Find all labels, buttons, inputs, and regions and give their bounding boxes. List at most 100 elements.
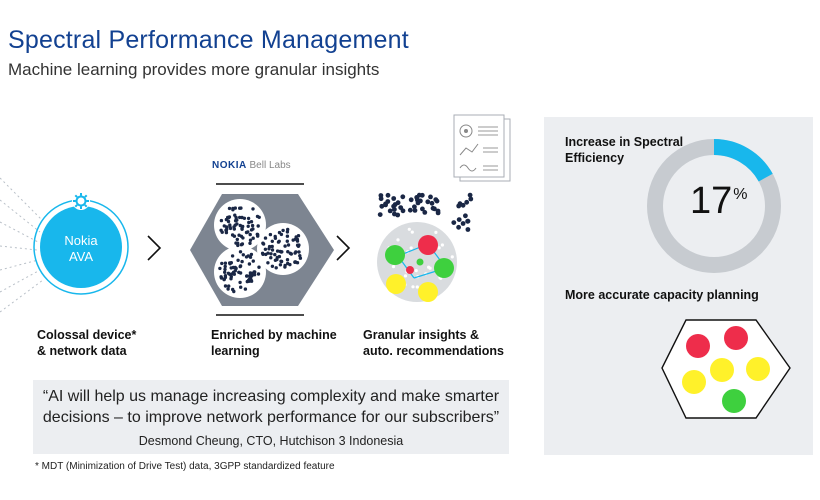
data-point: [255, 214, 260, 219]
scatter-point: [412, 204, 417, 210]
insight-point: [415, 285, 419, 289]
data-point: [273, 236, 278, 240]
data-point: [263, 247, 268, 251]
data-point: [297, 250, 301, 254]
data-point: [249, 278, 253, 283]
scatter-point: [392, 202, 398, 207]
data-point: [244, 255, 249, 259]
data-point: [238, 206, 242, 210]
data-point: [239, 234, 244, 238]
data-point: [231, 265, 236, 270]
brand-name: NOKIA: [212, 160, 247, 171]
scatter-point: [425, 199, 431, 205]
insight-point: [403, 274, 408, 278]
data-point: [232, 227, 236, 231]
data-point: [238, 280, 242, 285]
scatter-point: [465, 227, 471, 232]
data-point: [273, 252, 277, 257]
scatter-point: [395, 212, 401, 218]
data-point: [285, 230, 290, 234]
scatter-point: [379, 203, 385, 209]
data-point: [266, 251, 270, 255]
insight-point: [411, 285, 415, 289]
scatter-point: [456, 217, 462, 223]
data-point: [228, 272, 232, 276]
data-point: [249, 252, 254, 257]
data-point: [243, 287, 248, 291]
scatter-point: [408, 197, 414, 203]
kpi-number: 17: [690, 180, 733, 222]
scatter-point: [465, 218, 471, 224]
data-point: [247, 262, 252, 266]
data-point: [220, 261, 224, 266]
scatter-point: [400, 194, 406, 200]
kpi-label-line1: Increase in Spectral: [565, 135, 684, 149]
brand-suffix: Bell Labs: [249, 160, 291, 171]
data-point: [238, 250, 243, 254]
data-point: [222, 277, 226, 282]
data-point: [250, 223, 255, 228]
data-point: [285, 239, 289, 243]
ava-circle: [40, 206, 122, 288]
data-point: [219, 275, 223, 279]
data-point: [296, 234, 301, 238]
data-point: [246, 224, 250, 228]
data-point: [298, 254, 302, 258]
data-point: [245, 274, 249, 278]
capacity-node-red: [686, 334, 710, 358]
scatter-point: [434, 198, 440, 204]
data-point: [236, 243, 240, 248]
data-point: [235, 237, 239, 242]
data-point: [240, 242, 245, 246]
data-point: [289, 252, 293, 256]
data-point: [256, 234, 260, 238]
data-point: [238, 264, 243, 268]
quote-line1: “AI will help us manage increasing compl…: [42, 388, 500, 405]
quote-author: Desmond Cheung, CTO, Hutchison 3 Indones…: [138, 434, 404, 448]
insight-point: [440, 243, 444, 247]
data-point: [228, 261, 232, 265]
insight-point: [410, 230, 414, 234]
data-point: [232, 234, 237, 238]
insight-point: [427, 265, 431, 269]
data-point: [293, 260, 297, 264]
step1-line2: & network data: [37, 344, 127, 358]
data-point: [269, 256, 273, 260]
data-point: [238, 271, 243, 275]
data-point: [236, 258, 240, 262]
data-point: [269, 252, 273, 256]
chevron-right-icon: [336, 235, 351, 261]
insight-point: [407, 227, 411, 231]
data-point: [248, 274, 252, 278]
scatter-point: [418, 198, 423, 204]
insight-point: [434, 230, 438, 234]
scatter-point: [464, 199, 470, 205]
data-point: [241, 253, 245, 257]
scatter-point: [383, 202, 388, 208]
scatter-point: [385, 199, 391, 204]
data-point: [270, 248, 275, 252]
data-point: [252, 273, 257, 277]
data-point: [297, 243, 301, 247]
data-point: [286, 243, 291, 247]
capacity-node-green: [722, 389, 746, 413]
scatter-point: [468, 196, 474, 202]
scatter-point: [377, 212, 383, 218]
signal-lines: [0, 177, 44, 313]
page-title: Spectral Performance Management: [8, 26, 409, 54]
quote-box: “AI will help us manage increasing compl…: [33, 380, 509, 454]
data-point: [283, 263, 287, 268]
data-point: [266, 261, 270, 265]
scatter-point: [385, 192, 391, 198]
kpi-unit: %: [733, 186, 748, 203]
data-point: [223, 284, 228, 288]
data-point: [252, 270, 256, 274]
data-point: [239, 285, 243, 289]
data-point: [285, 234, 290, 238]
data-point: [261, 241, 265, 245]
step2-caption: Enriched by machine learning: [211, 327, 337, 359]
data-point: [226, 287, 230, 291]
chevron-right-icon: [147, 235, 162, 261]
step2-line1: Enriched by machine: [211, 328, 337, 342]
